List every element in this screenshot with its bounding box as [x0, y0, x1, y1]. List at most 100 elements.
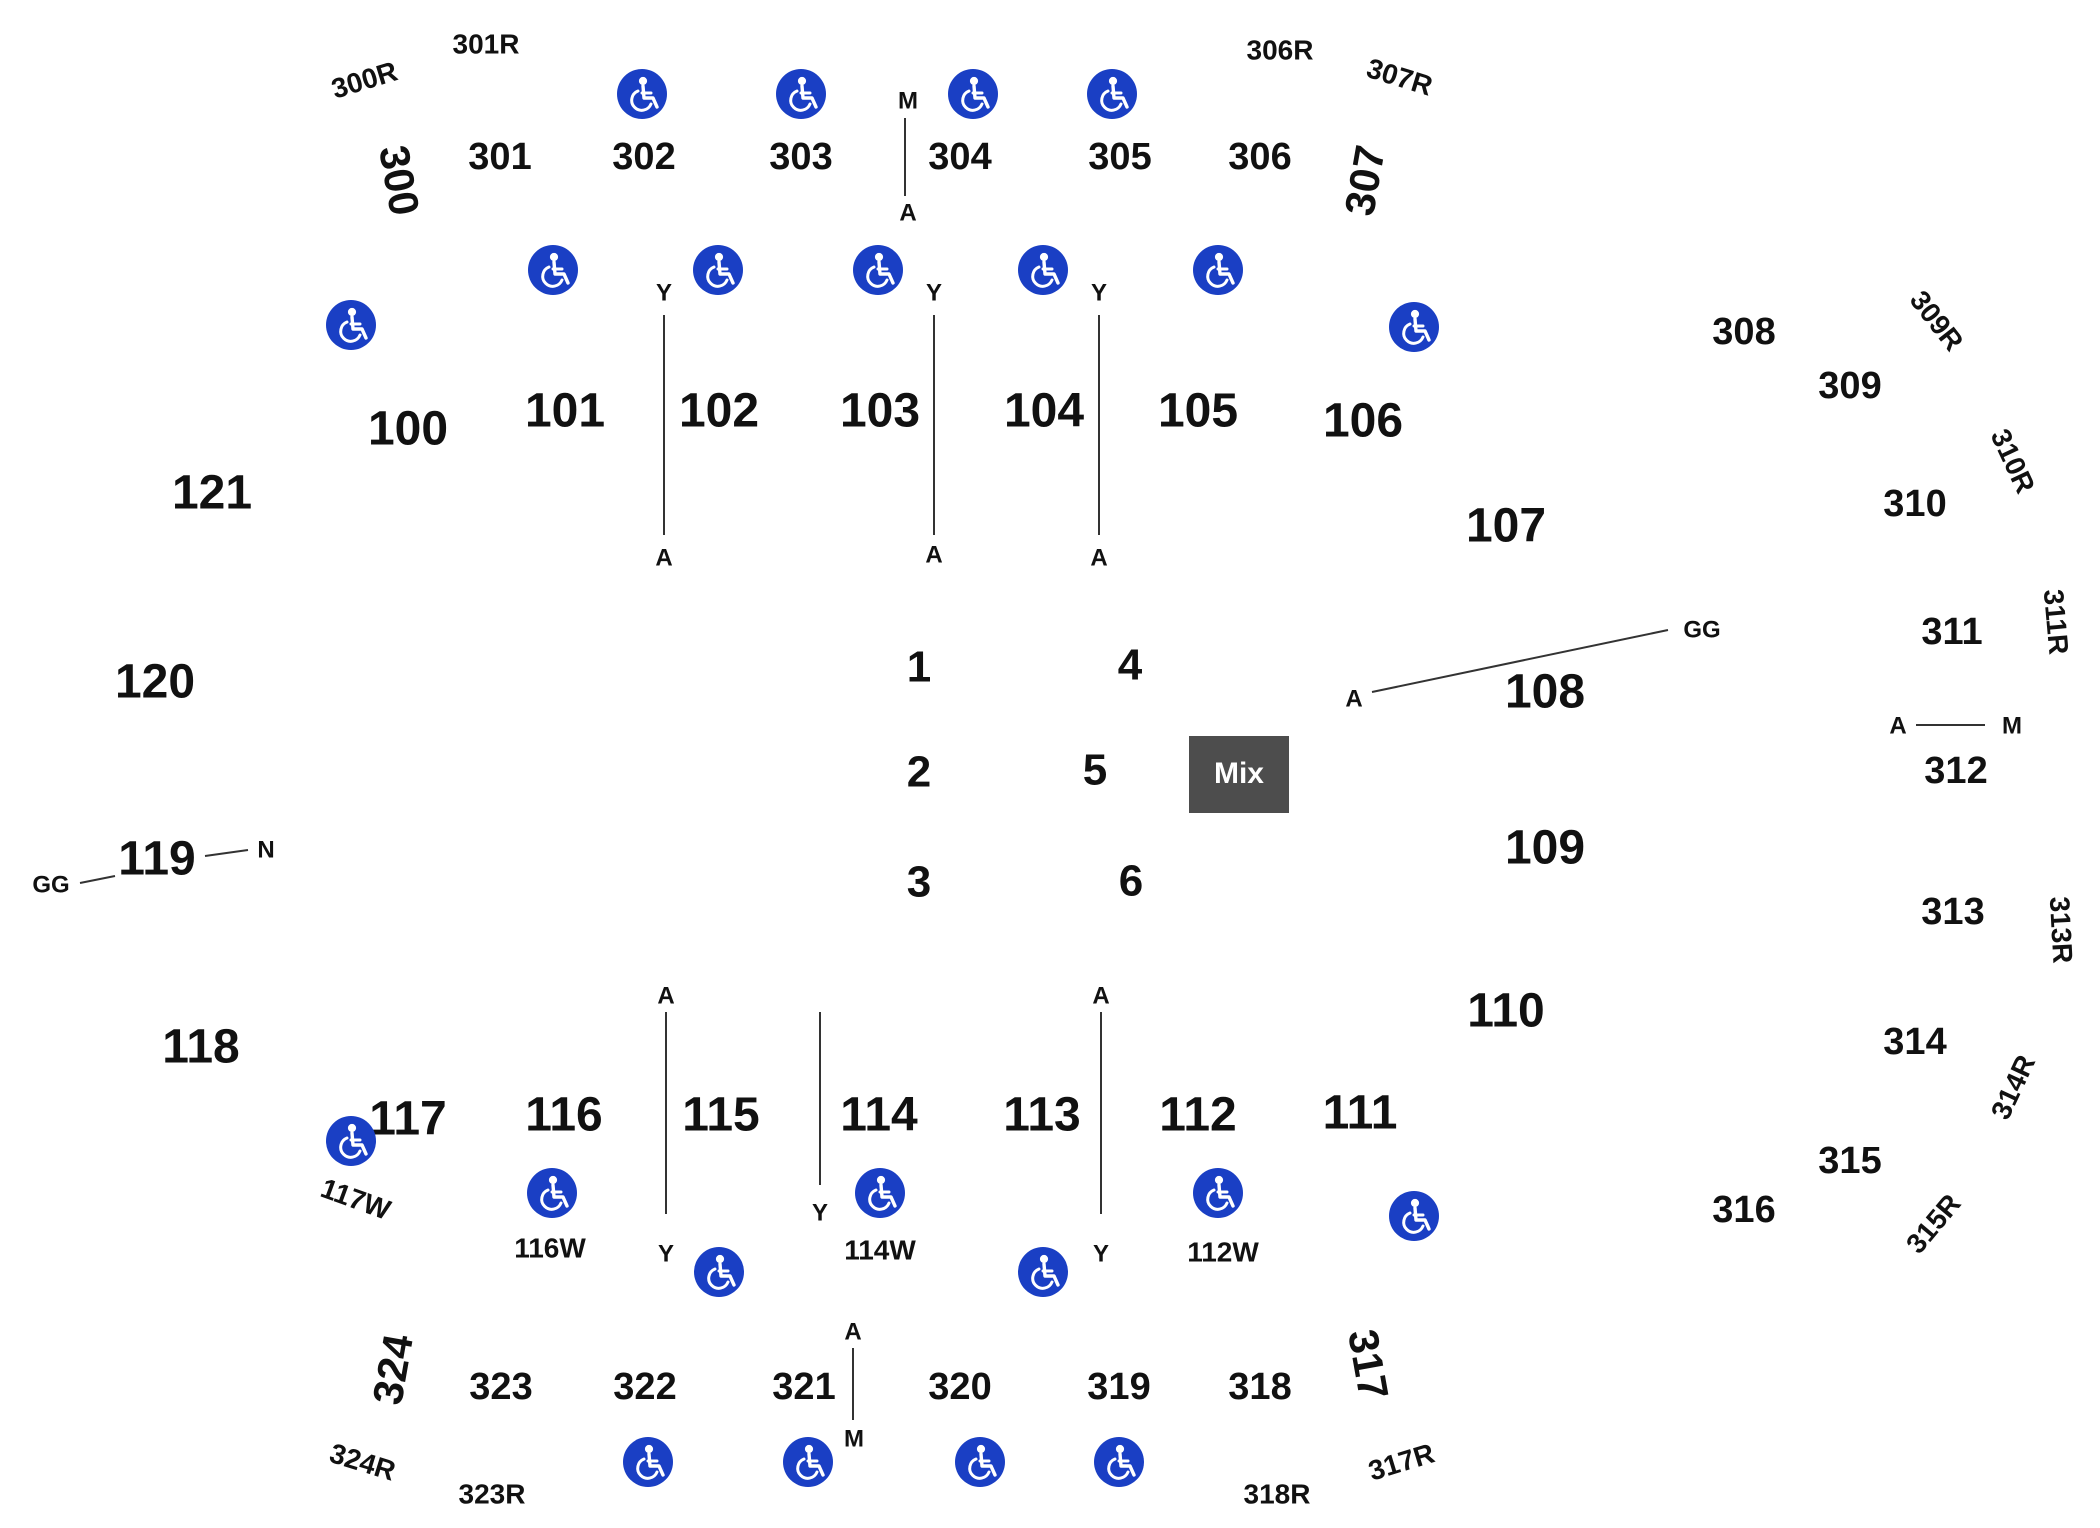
section-304[interactable]: 304 — [928, 136, 991, 178]
section-306[interactable]: 306 — [1228, 136, 1291, 178]
wheelchair-accessible-icon[interactable] — [851, 243, 905, 297]
wheelchair-accessible-icon[interactable] — [525, 1166, 579, 1220]
pointer-m-top: M — [898, 87, 918, 114]
section-106[interactable]: 106 — [1323, 395, 1403, 448]
pointer-a-103: A — [925, 541, 942, 568]
mix-position: Mix — [1189, 736, 1289, 813]
pointer-gg-left: GG — [32, 871, 69, 898]
wheelchair-accessible-icon[interactable] — [615, 67, 669, 121]
section-118[interactable]: 118 — [162, 1021, 239, 1074]
wheelchair-accessible-icon[interactable] — [324, 1114, 378, 1168]
wheelchair-accessible-icon[interactable] — [774, 67, 828, 121]
pointer-a-bottom: A — [844, 1318, 861, 1345]
section-319[interactable]: 319 — [1087, 1366, 1150, 1408]
section-113[interactable]: 113 — [1003, 1089, 1080, 1142]
section-111[interactable]: 111 — [1323, 1087, 1398, 1140]
row-label-317r: 317R — [1365, 1437, 1438, 1486]
pointer-y-115: Y — [658, 1240, 674, 1267]
pointer-y-104: Y — [1091, 279, 1107, 306]
section-311[interactable]: 311 — [1921, 611, 1982, 653]
section-320[interactable]: 320 — [928, 1366, 991, 1408]
floor-sections: 1 2 3 4 5 6 — [907, 641, 1143, 907]
row-label-307r: 307R — [1363, 52, 1436, 101]
section-321[interactable]: 321 — [772, 1366, 835, 1408]
section-313[interactable]: 313 — [1921, 891, 1984, 933]
wheelchair-accessible-icon[interactable] — [1191, 1166, 1245, 1220]
section-302[interactable]: 302 — [612, 136, 675, 178]
wheelchair-accessible-icon[interactable] — [946, 67, 1000, 121]
section-315[interactable]: 315 — [1818, 1140, 1881, 1182]
wheelchair-accessible-icon[interactable] — [1387, 1189, 1441, 1243]
wheelchair-label-112w: 112W — [1187, 1236, 1259, 1267]
section-100[interactable]: 100 — [368, 403, 448, 456]
section-117[interactable]: 117 — [369, 1093, 446, 1146]
pointer-a-top: A — [899, 199, 916, 226]
section-310[interactable]: 310 — [1883, 483, 1946, 525]
floor-section-4[interactable]: 4 — [1118, 641, 1143, 690]
wheelchair-accessible-icon[interactable] — [1016, 1245, 1070, 1299]
floor-section-1[interactable]: 1 — [907, 643, 931, 692]
section-301[interactable]: 301 — [468, 136, 531, 178]
wheelchair-accessible-icon[interactable] — [853, 1166, 907, 1220]
section-318[interactable]: 318 — [1228, 1366, 1291, 1408]
section-308[interactable]: 308 — [1712, 311, 1775, 353]
section-316[interactable]: 316 — [1712, 1189, 1775, 1231]
section-103[interactable]: 103 — [840, 385, 920, 438]
wheelchair-accessible-icon[interactable] — [1191, 243, 1245, 297]
section-312[interactable]: 312 — [1924, 750, 1987, 792]
section-317[interactable]: 317 — [1339, 1326, 1397, 1403]
pointer-a-113: A — [1092, 982, 1109, 1009]
section-305[interactable]: 305 — [1088, 136, 1151, 178]
floor-section-2[interactable]: 2 — [907, 748, 931, 797]
section-120[interactable]: 120 — [115, 656, 195, 709]
wheelchair-accessible-icon[interactable] — [1085, 67, 1139, 121]
section-107[interactable]: 107 — [1466, 500, 1546, 553]
section-322[interactable]: 322 — [613, 1366, 676, 1408]
wheelchair-accessible-icon[interactable] — [691, 243, 745, 297]
wheelchair-accessible-icon[interactable] — [1016, 243, 1070, 297]
pointer-m-312: M — [2002, 712, 2022, 739]
section-115[interactable]: 115 — [682, 1089, 759, 1142]
section-116[interactable]: 116 — [525, 1089, 602, 1142]
section-108[interactable]: 108 — [1505, 666, 1585, 719]
section-121[interactable]: 121 — [172, 467, 252, 520]
wheelchair-accessible-icon[interactable] — [692, 1245, 746, 1299]
floor-section-6[interactable]: 6 — [1119, 857, 1143, 906]
section-300[interactable]: 300 — [370, 142, 428, 219]
row-label-318r: 318R — [1244, 1478, 1311, 1509]
wheelchair-accessible-icon[interactable] — [1092, 1435, 1146, 1489]
section-105[interactable]: 105 — [1158, 385, 1238, 438]
section-114[interactable]: 114 — [840, 1089, 918, 1142]
wheelchair-accessible-icon[interactable] — [324, 298, 378, 352]
lower-level-sections: 100 101 102 103 104 105 106 107 108 109 … — [115, 385, 1585, 1146]
row-label-310r: 310R — [1985, 424, 2041, 498]
section-314[interactable]: 314 — [1883, 1021, 1946, 1063]
section-110[interactable]: 110 — [1467, 985, 1544, 1038]
wheelchair-accessible-icon[interactable] — [781, 1435, 835, 1489]
section-112[interactable]: 112 — [1159, 1089, 1236, 1142]
section-104[interactable]: 104 — [1004, 385, 1084, 438]
row-label-313r: 313R — [2044, 896, 2078, 964]
row-label-323r: 323R — [459, 1478, 526, 1509]
pointer-y-102: Y — [656, 279, 672, 306]
wheelchair-accessible-icon[interactable] — [621, 1435, 675, 1489]
section-309[interactable]: 309 — [1818, 365, 1881, 407]
wheelchair-accessible-icon[interactable] — [953, 1435, 1007, 1489]
section-303[interactable]: 303 — [769, 136, 832, 178]
section-307[interactable]: 307 — [1335, 142, 1393, 219]
wheelchair-accessible-icon[interactable] — [526, 243, 580, 297]
section-101[interactable]: 101 — [525, 385, 605, 438]
row-label-306r: 306R — [1247, 34, 1314, 65]
wheelchair-accessible-icon[interactable] — [1387, 300, 1441, 354]
aisle-guides — [79, 118, 1985, 1420]
floor-section-3[interactable]: 3 — [907, 858, 931, 907]
section-102[interactable]: 102 — [679, 385, 759, 438]
section-119[interactable]: 119 — [118, 833, 195, 886]
pointer-a-312: A — [1889, 712, 1906, 739]
section-324[interactable]: 324 — [363, 1330, 422, 1408]
pointer-n-119: N — [257, 836, 274, 863]
row-label-309r: 309R — [1904, 285, 1970, 357]
section-109[interactable]: 109 — [1505, 822, 1585, 875]
floor-section-5[interactable]: 5 — [1083, 746, 1107, 795]
section-323[interactable]: 323 — [469, 1366, 532, 1408]
